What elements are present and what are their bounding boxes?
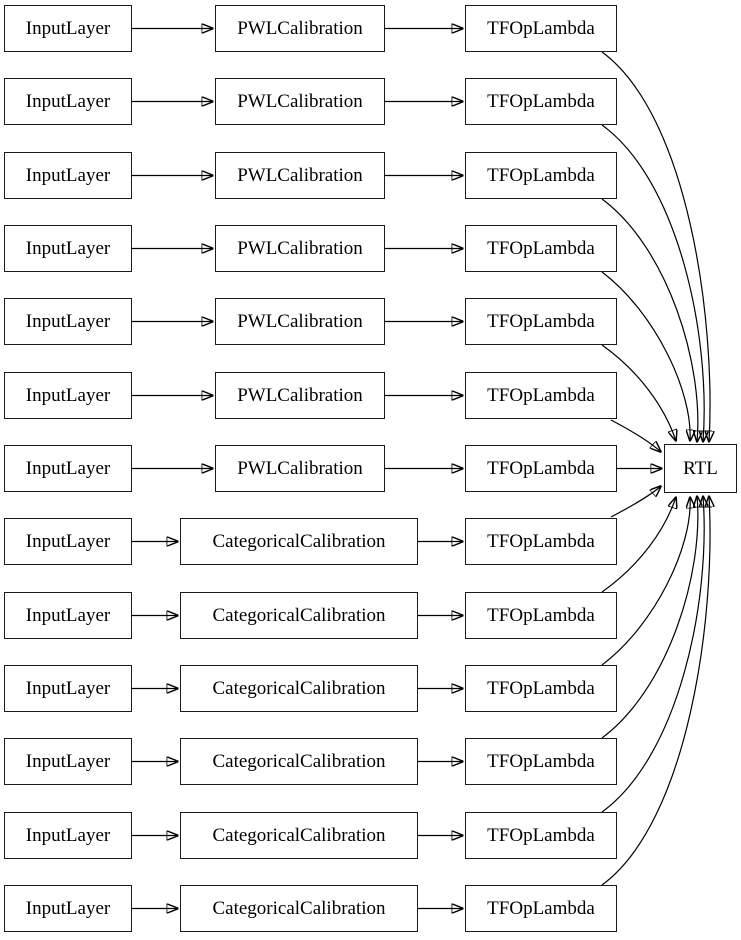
- node-calibration-3: PWLCalibration: [215, 225, 385, 272]
- edge-lambda-rtl-12: [601, 496, 710, 886]
- node-input-5: InputLayer: [4, 372, 132, 419]
- node-calibration-12: CategoricalCalibration: [180, 885, 418, 932]
- node-lambda-8: TFOpLambda: [465, 592, 617, 639]
- node-input-8: InputLayer: [4, 592, 132, 639]
- node-input-2: InputLayer: [4, 152, 132, 199]
- edge-lambda-rtl-0: [601, 51, 710, 442]
- edge-lambda-rtl-10: [601, 496, 698, 739]
- node-calibration-5: PWLCalibration: [215, 372, 385, 419]
- edge-lambda-rtl-7: [610, 486, 661, 518]
- node-calibration-0: PWLCalibration: [215, 5, 385, 52]
- edge-lambda-rtl-11: [601, 496, 704, 813]
- node-lambda-4: TFOpLambda: [465, 298, 617, 345]
- node-calibration-1: PWLCalibration: [215, 78, 385, 125]
- node-calibration-8: CategoricalCalibration: [180, 592, 418, 639]
- node-input-6: InputLayer: [4, 445, 132, 492]
- node-input-4: InputLayer: [4, 298, 132, 345]
- edge-lambda-rtl-1: [601, 124, 704, 442]
- node-lambda-1: TFOpLambda: [465, 78, 617, 125]
- node-lambda-7: TFOpLambda: [465, 518, 617, 565]
- node-calibration-6: PWLCalibration: [215, 445, 385, 492]
- node-lambda-11: TFOpLambda: [465, 812, 617, 859]
- node-input-7: InputLayer: [4, 518, 132, 565]
- node-lambda-9: TFOpLambda: [465, 665, 617, 712]
- node-input-10: InputLayer: [4, 738, 132, 785]
- edge-lambda-rtl-5: [610, 419, 661, 452]
- node-lambda-10: TFOpLambda: [465, 738, 617, 785]
- node-calibration-2: PWLCalibration: [215, 152, 385, 199]
- node-input-11: InputLayer: [4, 812, 132, 859]
- node-input-3: InputLayer: [4, 225, 132, 272]
- node-lambda-5: TFOpLambda: [465, 372, 617, 419]
- node-lambda-3: TFOpLambda: [465, 225, 617, 272]
- edge-lambda-rtl-9: [601, 497, 690, 666]
- node-rtl: RTL: [664, 444, 737, 493]
- node-input-0: InputLayer: [4, 5, 132, 52]
- node-calibration-4: PWLCalibration: [215, 298, 385, 345]
- edge-lambda-rtl-2: [601, 198, 698, 442]
- node-input-9: InputLayer: [4, 665, 132, 712]
- node-input-1: InputLayer: [4, 78, 132, 125]
- node-lambda-2: TFOpLambda: [465, 152, 617, 199]
- node-calibration-9: CategoricalCalibration: [180, 665, 418, 712]
- edge-lambda-rtl-3: [601, 271, 690, 441]
- node-lambda-6: TFOpLambda: [465, 445, 617, 492]
- node-input-12: InputLayer: [4, 885, 132, 932]
- node-calibration-7: CategoricalCalibration: [180, 518, 418, 565]
- node-lambda-12: TFOpLambda: [465, 885, 617, 932]
- edge-lambda-rtl-8: [601, 497, 676, 593]
- node-lambda-0: TFOpLambda: [465, 5, 617, 52]
- node-calibration-11: CategoricalCalibration: [180, 812, 418, 859]
- node-calibration-10: CategoricalCalibration: [180, 738, 418, 785]
- edge-lambda-rtl-4: [601, 344, 676, 441]
